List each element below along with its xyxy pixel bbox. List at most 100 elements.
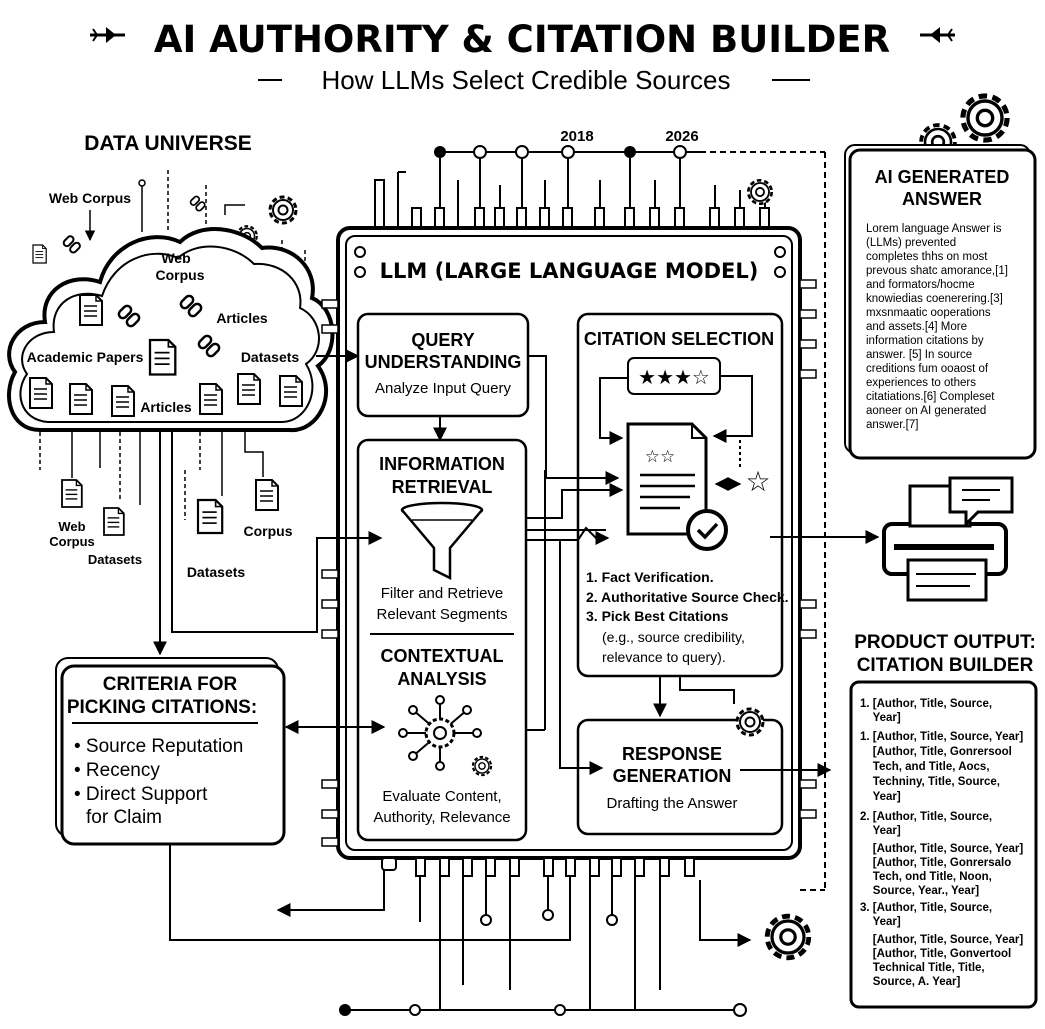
label-cloud-articles-2: Articles (140, 399, 192, 415)
ai-answer-line: completes thhs on most (866, 251, 988, 263)
data-doc-icon (32, 244, 47, 264)
llm-chip: LLM (LARGE LANGUAGE MODEL) QUERY UNDERST… (321, 226, 817, 860)
timeline-start-year: 2018 (560, 128, 593, 145)
criteria-item-3: • Direct Support (74, 784, 208, 805)
ai-answer-title-1: AI GENERATED (875, 167, 1010, 187)
citation-line: Tech, and Title, Aocs, (860, 761, 990, 773)
gear-icon (963, 96, 1007, 140)
gear-icon (735, 707, 765, 737)
document-stars-icon: ☆☆ (626, 422, 708, 536)
cloud-output-lines (39, 432, 264, 520)
citation-line: Tech, ond Title, Noon, (860, 871, 992, 883)
citation-line: [Author, Title, Gonvertool (860, 948, 1011, 960)
response-subtitle: Drafting the Answer (607, 795, 738, 812)
citation-line: 3. [Author, Title, Source, (860, 902, 992, 914)
ai-answer-line: and assets.[4] More (866, 321, 967, 333)
bottom-pins (339, 857, 809, 1017)
data-doc-icon (148, 338, 177, 376)
star-icon: ☆ (745, 466, 770, 497)
svg-text:☆☆: ☆☆ (645, 447, 675, 466)
product-output: PRODUCT OUTPUT: CITATION BUILDER 1. [Aut… (849, 632, 1038, 1009)
criteria-item-4: for Claim (86, 807, 162, 828)
ai-answer-box: AI GENERATED ANSWER Lorem language Answe… (844, 96, 1037, 460)
product-output-title-2: CITATION BUILDER (857, 655, 1034, 676)
contextual-subtitle-1: Evaluate Content, (382, 788, 501, 805)
citation-line: Techniny, Title, Source, (860, 776, 1000, 788)
data-doc-icon (61, 479, 83, 508)
label-corpus-low: Corpus (244, 523, 293, 539)
label-datasets-low-1: Datasets (88, 552, 142, 567)
retrieval-title-1: INFORMATION (379, 454, 505, 474)
page-title: AI AUTHORITY & CITATION BUILDER (154, 18, 890, 61)
ai-answer-line: aoneer on AI generated (866, 405, 986, 417)
citation-note-2: relevance to query). (602, 649, 726, 665)
criteria-item-1: • Source Reputation (74, 736, 243, 757)
citation-line: Year] (860, 916, 901, 928)
small-gear-icon (471, 755, 493, 777)
svg-text:☆: ☆ (745, 466, 770, 497)
citation-list: 1. [Author, Title, Source, Year] 1. [Aut… (860, 698, 1023, 988)
label-academic-papers: Academic Papers (27, 349, 144, 365)
ai-answer-line: prevous shatc amorance,[1] (866, 265, 1008, 277)
llm-title: LLM (LARGE LANGUAGE MODEL) (380, 259, 759, 283)
citation-step-1: 1. Fact Verification. (586, 569, 714, 585)
citation-title: CITATION SELECTION (584, 329, 774, 349)
star-rating-icon: ★★★☆ (638, 367, 710, 389)
label-web-corpus-low-2: Corpus (49, 534, 95, 549)
criteria-title-2: PICKING CITATIONS: (67, 697, 257, 718)
query-title-1: QUERY (411, 330, 474, 350)
citation-step-2: 2. Authoritative Source Check. (586, 589, 789, 605)
chip-side-pins (321, 279, 817, 847)
ai-answer-line: answer. [5] In source (866, 349, 972, 361)
data-doc-icon (103, 507, 125, 536)
retrieval-box: INFORMATION RETRIEVAL Filter and Retriev… (356, 438, 528, 842)
retrieval-title-2: RETRIEVAL (392, 477, 493, 497)
citation-step-3: 3. Pick Best Citations (586, 608, 729, 624)
data-universe-title: DATA UNIVERSE (84, 132, 252, 155)
link-icon (188, 194, 207, 213)
data-doc-icon (111, 385, 135, 417)
citation-line: 2. [Author, Title, Source, (860, 811, 992, 823)
data-doc-icon (279, 375, 303, 407)
label-web-corpus-top: Web Corpus (49, 190, 131, 206)
link-icon (61, 233, 83, 255)
gear-icon (268, 195, 298, 225)
citation-line: [Author, Title, Gonrersool (860, 746, 1012, 758)
citation-line: Source, Year., Year] (860, 885, 979, 897)
timeline-end-year: 2026 (665, 128, 698, 145)
compass-gear-icon (746, 178, 774, 206)
response-title-2: GENERATION (613, 766, 732, 786)
page-subtitle: How LLMs Select Credible Sources (322, 65, 731, 95)
data-doc-icon (255, 479, 279, 511)
ai-answer-line: answer.[7] (866, 419, 918, 431)
printer-icon (882, 476, 1014, 602)
ai-answer-line: information citations by (866, 335, 984, 347)
contextual-title-2: ANALYSIS (397, 669, 486, 689)
title-left-ornament-icon (90, 27, 125, 43)
ai-answer-line: experiences to others (866, 377, 976, 389)
ai-answer-line: creditions fum ooaost of (866, 363, 989, 375)
citation-line: Year] (860, 712, 901, 724)
ai-answer-title-2: ANSWER (902, 189, 982, 209)
citation-line: [Author, Title, Gonrersalo (860, 857, 1011, 869)
label-cloud-datasets: Datasets (241, 349, 300, 365)
query-understanding-box: QUERY UNDERSTANDING Analyze Input Query (356, 312, 530, 418)
citation-line: 1. [Author, Title, Source, Year] (860, 731, 1023, 743)
query-title-2: UNDERSTANDING (365, 352, 522, 372)
header: AI AUTHORITY & CITATION BUILDER How LLMs… (90, 18, 955, 95)
citation-line: Source, A. Year] (860, 976, 961, 988)
product-output-title-1: PRODUCT OUTPUT: (854, 632, 1036, 653)
internal-arrows (433, 355, 735, 775)
data-universe: DATA UNIVERSE Web Corpus Web Corpus Arti… (7, 132, 335, 580)
criteria-title-1: CRITERIA FOR (103, 674, 238, 695)
ai-answer-line: (LLMs) prevented (866, 237, 956, 249)
label-cloud-articles-1: Articles (216, 310, 268, 326)
ai-answer-line: and formators/hocme (866, 279, 975, 291)
checkmark-badge-icon (686, 509, 728, 551)
response-generation-box: RESPONSE GENERATION Drafting the Answer (576, 707, 784, 836)
citation-line: Year] (860, 825, 901, 837)
title-right-ornament-icon (920, 27, 955, 43)
citation-line: [Author, Title, Source, Year] (860, 843, 1023, 855)
gear-icon (767, 916, 809, 958)
